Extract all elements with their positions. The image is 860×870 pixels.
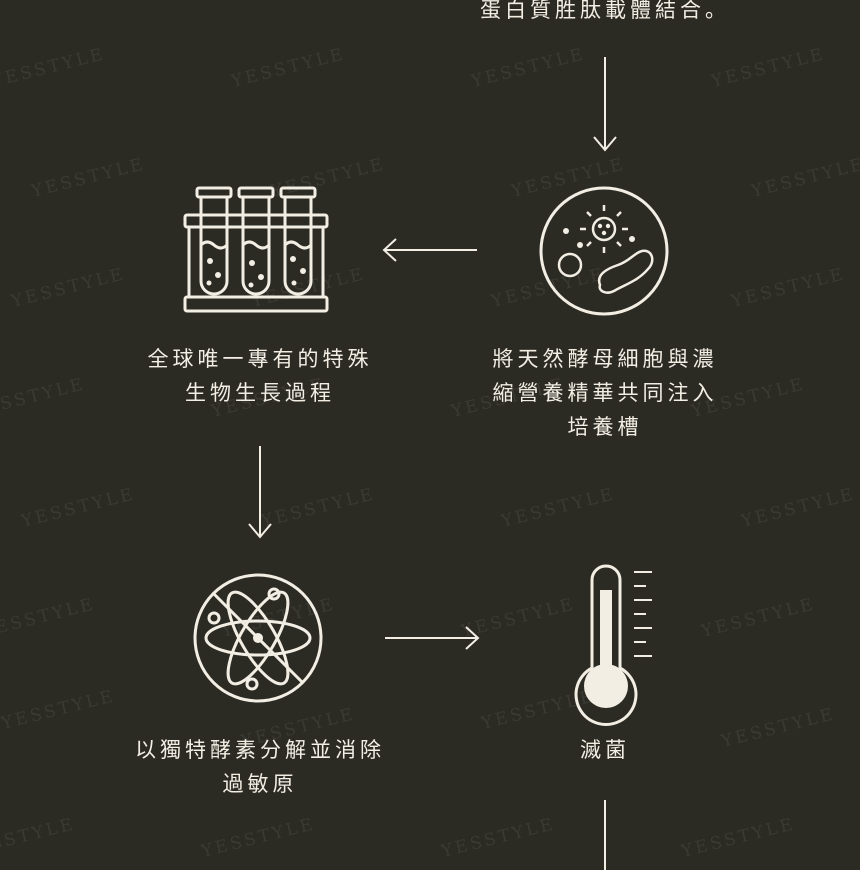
arrow-down-icon [248,446,272,539]
watermark-text: YESSTYLE [229,44,348,92]
watermark-text: YESSTYLE [0,814,78,862]
watermark-text: YESSTYLE [9,264,128,312]
step-line: 全球唯一專有的特殊 [147,347,373,371]
arrow-right-icon [385,626,480,650]
step-text-fermentation: 將天然酵母細胞與濃 縮營養精華共同注入 培養槽 [455,342,755,444]
bacteria-petri-icon [539,186,669,316]
watermark-text: YESSTYLE [699,594,818,642]
watermark-text: YESSTYLE [19,484,138,532]
watermark-text: YESSTYLE [29,154,148,202]
watermark-text: YESSTYLE [499,484,618,532]
step-line: 將天然酵母細胞與濃 [492,347,718,371]
step-line: 培養槽 [567,415,643,439]
step-line: 過敏原 [222,772,298,796]
arrow-left-icon [382,238,477,262]
step-line: 滅菌 [580,738,630,762]
watermark-text: YESSTYLE [709,44,828,92]
test-tubes-icon [183,186,329,313]
watermark-text: YESSTYLE [719,704,838,752]
arrow-down-icon [593,57,617,152]
step-text-allergen-removal: 以獨特酵素分解並消除 過敏原 [95,733,425,801]
no-allergen-atom-icon [193,573,323,703]
watermark-text: YESSTYLE [469,44,588,92]
thermometer-icon [574,564,652,726]
line-down-icon [604,800,606,870]
step-line: 以獨特酵素分解並消除 [135,738,385,762]
watermark-text: YESSTYLE [259,484,378,532]
watermark-text: YESSTYLE [679,814,798,862]
watermark-text: YESSTYLE [439,814,558,862]
step-line: 生物生長過程 [185,381,335,405]
watermark-text: YESSTYLE [729,264,848,312]
step-line: 縮營養精華共同注入 [492,381,718,405]
step-text-growth-process: 全球唯一專有的特殊 生物生長過程 [110,342,410,410]
step-text-sterilization: 滅菌 [530,733,680,767]
watermark-text: YESSTYLE [0,374,88,422]
watermark-text: YESSTYLE [739,484,858,532]
watermark-text: YESSTYLE [749,154,860,202]
watermark-text: YESSTYLE [0,44,108,92]
watermark-text: YESSTYLE [0,594,98,642]
top-caption: 蛋白質胜肽載體結合。 [480,0,730,22]
watermark-text: YESSTYLE [199,814,318,862]
watermark-text: YESSTYLE [0,686,118,734]
